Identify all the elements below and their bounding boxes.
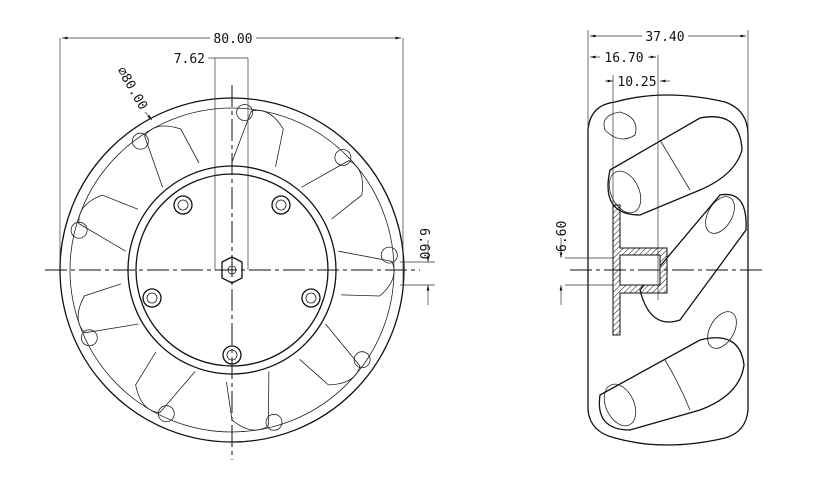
side-view: 37.40 16.70 10.25 6.60 (555, 30, 765, 446)
roller-end (131, 132, 149, 150)
roller-end (236, 104, 254, 121)
roller-end (334, 149, 352, 166)
roller-end (70, 221, 88, 239)
bolt-holes (142, 195, 321, 365)
roller-segment (299, 323, 361, 386)
dim-overall-width: 80.00 (213, 32, 252, 47)
roller-end (157, 405, 175, 423)
roller-segment (338, 250, 395, 297)
side-outline (587, 94, 749, 446)
roller-end (80, 329, 98, 347)
roller-segments (70, 104, 398, 431)
roller-end (380, 246, 398, 264)
bolt-hole (271, 195, 291, 215)
roller-segment (144, 125, 200, 188)
front-view: 80.00 7.62 ⌀80.00 6.60 (45, 32, 435, 460)
rollers-side (598, 111, 747, 431)
roller-segment (226, 371, 270, 431)
bolt-hole (173, 195, 193, 215)
bolt-hole (142, 288, 162, 308)
dim-diameter: ⌀80.00 (114, 65, 150, 113)
roller-segment (301, 160, 363, 220)
dim-hub-offset: 7.62 (174, 52, 205, 67)
roller-segment (231, 109, 284, 167)
roller-end (265, 413, 283, 431)
dim-side-axis-offset: 6.60 (555, 221, 570, 252)
dim-inner-depth: 10.25 (617, 75, 656, 90)
dim-side-width: 37.40 (645, 30, 684, 45)
dim-hub-depth: 16.70 (604, 51, 643, 66)
roller-segment (135, 351, 196, 414)
roller-segment (77, 283, 139, 334)
roller-end (353, 351, 371, 369)
dim-axis-offset: 6.60 (416, 228, 431, 259)
bolt-hole (301, 288, 321, 308)
roller-segment (78, 194, 139, 252)
